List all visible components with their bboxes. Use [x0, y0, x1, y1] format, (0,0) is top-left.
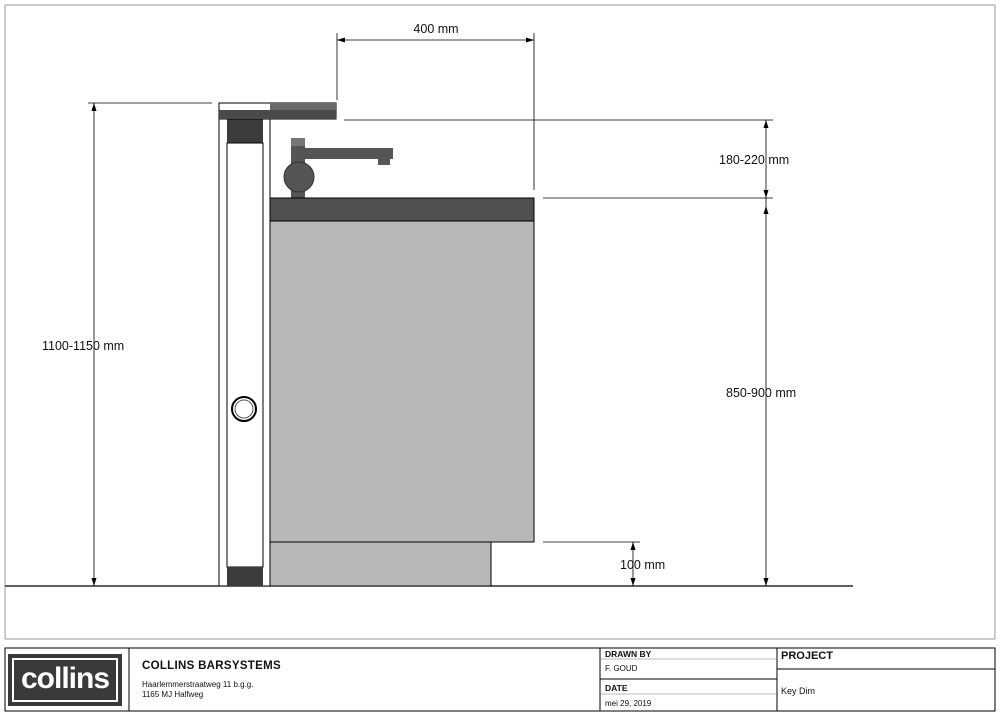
column-inner-panel	[226, 142, 264, 568]
column-top-block	[227, 119, 263, 143]
dim-spout-clearance-label: 180-220 mm	[719, 153, 789, 167]
dim-top-width	[336, 33, 535, 190]
dim-counter-height-label: 850-900 mm	[726, 386, 796, 400]
sheet-frame	[4, 4, 996, 640]
project-value: Key Dim	[781, 686, 816, 696]
tap-spout	[305, 148, 393, 159]
dim-spout-clearance	[344, 119, 773, 199]
project-label: PROJECT	[781, 650, 833, 662]
dim-total-height-label: 1100-1150 mm	[42, 339, 124, 353]
drawn-by-label: DRAWN BY	[605, 649, 652, 659]
column-foot-block	[227, 567, 263, 586]
counter-top	[269, 197, 535, 222]
logo-text: collins	[12, 658, 118, 702]
column-access-port	[231, 396, 257, 422]
drawn-by-value: F. GOUD	[605, 664, 638, 673]
cabinet-body	[269, 220, 535, 543]
dim-top-width-label: 400 mm	[413, 22, 458, 36]
company-address: Haarlemmerstraatweg 11 b.g.g. 1165 MJ Ha…	[142, 680, 254, 699]
title-block: collins COLLINS BARSYSTEMS Haarlemmerstr…	[0, 646, 1000, 714]
tap-knob	[283, 161, 315, 193]
date-value: mei 29, 2019	[605, 699, 652, 708]
collins-logo: collins	[8, 654, 122, 706]
company-name: COLLINS BARSYSTEMS	[142, 660, 281, 672]
dim-counter-height	[763, 198, 769, 586]
title-block-grid	[4, 647, 996, 712]
dim-plinth-height-label: 100 mm	[620, 558, 665, 572]
date-label: DATE	[605, 683, 628, 693]
tap-nozzle	[378, 159, 390, 165]
dim-plinth-height	[543, 541, 640, 586]
cabinet-plinth	[269, 541, 492, 587]
dim-total-height	[88, 102, 212, 586]
